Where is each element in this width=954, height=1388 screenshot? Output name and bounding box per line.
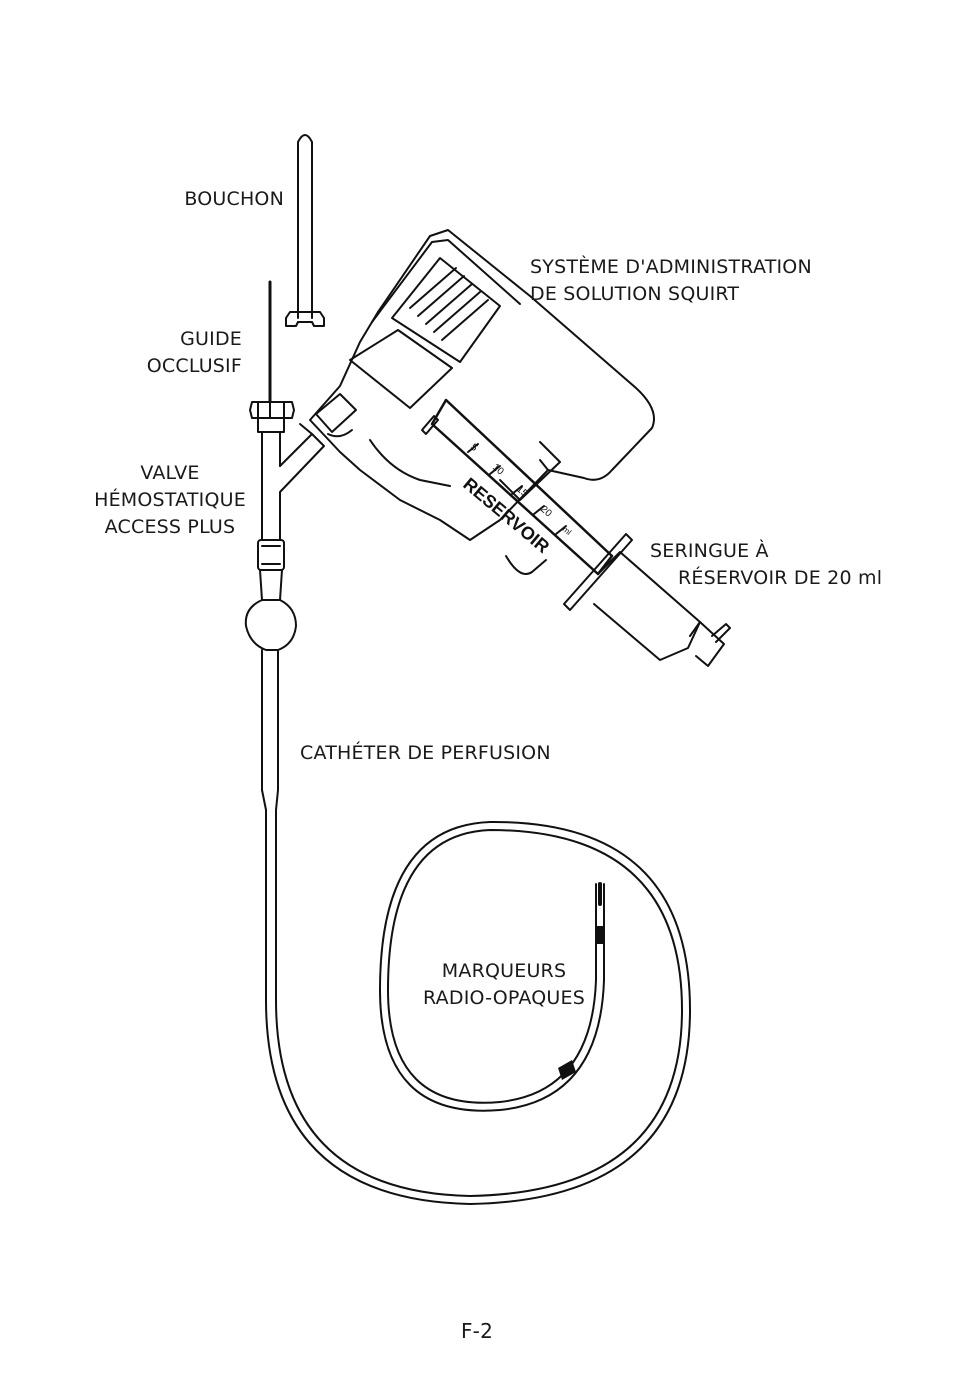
label-seringue-line1: SERINGUE À bbox=[650, 540, 769, 562]
label-guide-occlusif: GUIDE OCCLUSIF bbox=[147, 326, 242, 380]
label-guide-line1: GUIDE bbox=[180, 328, 242, 350]
label-bouchon: BOUCHON bbox=[184, 186, 284, 213]
infusion-catheter bbox=[261, 789, 691, 1205]
label-bouchon-text: BOUCHON bbox=[184, 188, 284, 210]
page-number-text: F-2 bbox=[460, 1319, 494, 1343]
page-number: F-2 bbox=[427, 1318, 527, 1345]
label-systeme-line2: DE SOLUTION SQUIRT bbox=[530, 283, 740, 305]
hemostasis-valve-part bbox=[244, 401, 325, 791]
label-seringue-line2: RÉSERVOIR DE 20 ml bbox=[678, 567, 883, 589]
label-systeme: SYSTÈME D'ADMINISTRATION DE SOLUTION SQU… bbox=[530, 254, 812, 308]
label-marqueurs-line2: RADIO-OPAQUES bbox=[423, 987, 585, 1009]
label-systeme-line1: SYSTÈME D'ADMINISTRATION bbox=[530, 256, 812, 278]
label-catheter: CATHÉTER DE PERFUSION bbox=[300, 740, 551, 767]
label-valve: VALVE HÉMOSTATIQUE ACCESS PLUS bbox=[86, 460, 254, 541]
syringe-scale-5: 5 bbox=[468, 442, 480, 454]
label-seringue: SERINGUE À RÉSERVOIR DE 20 ml bbox=[650, 538, 882, 592]
label-valve-line1: VALVE bbox=[140, 462, 200, 484]
label-valve-line2: HÉMOSTATIQUE bbox=[94, 489, 246, 511]
syringe-scale-unit: ml bbox=[561, 525, 573, 537]
syringe-scale-10: 10 bbox=[490, 462, 506, 478]
label-valve-line3: ACCESS PLUS bbox=[104, 516, 236, 538]
radiopaque-markers bbox=[558, 926, 604, 1080]
squirt-delivery-system bbox=[309, 229, 655, 575]
label-catheter-text: CATHÉTER DE PERFUSION bbox=[300, 742, 551, 764]
cap-part bbox=[285, 134, 325, 327]
syringe-scale-20: 20 bbox=[538, 504, 554, 520]
reservoir-syringe bbox=[421, 398, 731, 667]
label-guide-line2: OCCLUSIF bbox=[146, 355, 242, 377]
label-marqueurs: MARQUEURS RADIO-OPAQUES bbox=[406, 958, 602, 1012]
label-marqueurs-line1: MARQUEURS bbox=[441, 960, 567, 982]
